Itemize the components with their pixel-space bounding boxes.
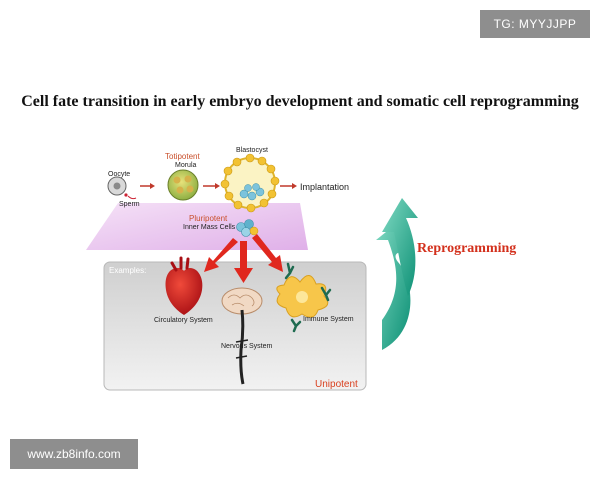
- antibody-icons: [284, 262, 332, 333]
- label-pluripotent: Pluripotent: [189, 214, 228, 223]
- label-blastocyst: Blastocyst: [236, 147, 268, 154]
- label-totipotent: Totipotent: [165, 152, 200, 161]
- label-sperm: Sperm: [119, 201, 140, 208]
- label-oocyte: Oocyte: [108, 171, 131, 178]
- label-circulatory-system: Circulatory System: [154, 317, 213, 324]
- oocyte-icon: [107, 176, 137, 200]
- arrow-to-heart: [204, 238, 238, 272]
- label-unipotent: Unipotent: [315, 379, 358, 390]
- arrow-to-brain: [234, 241, 253, 283]
- diagram-title: Cell fate transition in early embryo dev…: [21, 93, 579, 110]
- reprogramming-arrow: [376, 198, 418, 350]
- label-immune-system: Immune System: [303, 316, 354, 323]
- watermark-badge-top: TG: MYYJJPP: [480, 10, 590, 38]
- morula-icon: [167, 169, 199, 201]
- inner-mass-cells-icon: [236, 219, 259, 237]
- label-inner-mass-cells: Inner Mass Cells: [183, 224, 236, 231]
- blastocyst-icon: [220, 153, 280, 213]
- label-nervous-system: Nervous System: [221, 343, 273, 350]
- arrow-to-implantation: [280, 183, 297, 189]
- examples-heading: Examples:: [109, 266, 147, 275]
- brain-icon: [221, 287, 263, 385]
- label-implantation: Implantation: [300, 182, 350, 192]
- label-morula: Morula: [175, 162, 197, 169]
- heart-icon: [165, 256, 203, 315]
- differentiation-arrows: [204, 234, 283, 283]
- immune-cell-icon: [276, 275, 329, 318]
- examples-panel: [103, 261, 367, 391]
- watermark-badge-bottom: www.zb8info.com: [10, 439, 138, 469]
- arrow-to-blastocyst: [203, 183, 220, 189]
- arrow-to-immune: [252, 234, 283, 272]
- arrow-to-morula: [140, 183, 155, 189]
- label-reprogramming: Reprogramming: [417, 241, 517, 256]
